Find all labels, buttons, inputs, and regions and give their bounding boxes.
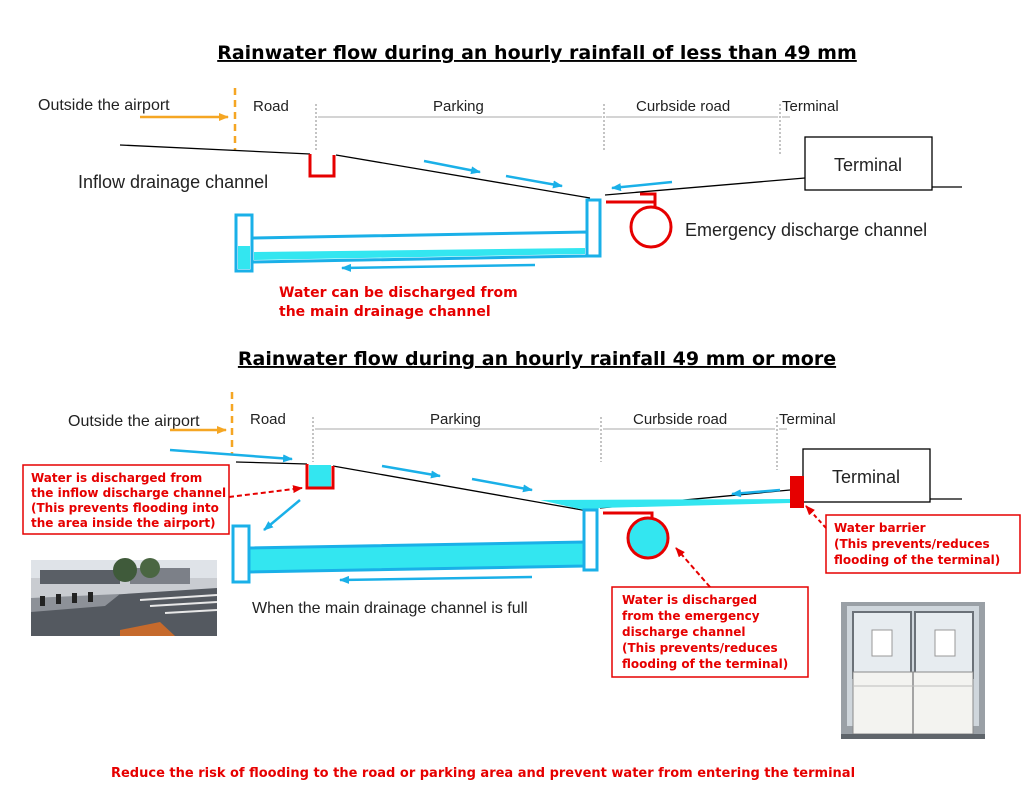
zone-road-label-2: Road [250, 411, 286, 428]
zone-road-label: Road [253, 98, 289, 115]
callout-emergency-line1: Water is discharged [622, 593, 757, 607]
zone-curbside-label: Curbside road [636, 98, 730, 115]
water-barrier [790, 476, 804, 508]
callout-inflow-line1: Water is discharged from [31, 471, 202, 485]
panel1-note-line2: the main drainage channel [279, 304, 491, 320]
callout-emergency-pointer [675, 547, 711, 588]
ground-road-2 [235, 461, 308, 465]
footer-summary: Reduce the risk of flooding to the road … [111, 766, 855, 781]
channel-full-note: When the main drainage channel is full [252, 600, 528, 617]
callout-emergency-line5: flooding of the terminal) [622, 657, 788, 671]
callout-barrier-line3: flooding of the terminal) [834, 553, 1000, 567]
terminal-box-2 [802, 448, 931, 503]
zone-terminal-label-2: Terminal [779, 411, 836, 428]
zone-terminal-label: Terminal [782, 98, 839, 115]
inflow-channel-label: Inflow drainage channel [78, 172, 268, 192]
main-drainage-channel-2 [247, 540, 586, 574]
ground-parking [335, 154, 591, 199]
callout-emergency-line2: from the emergency [622, 609, 760, 623]
terminal-box [804, 136, 933, 191]
inflow-channel [308, 154, 336, 178]
flow-arrows-panel2 [169, 448, 781, 584]
main-channel-left-box-2 [231, 524, 251, 584]
main-channel-right-box [585, 198, 602, 258]
ground-curbside [604, 177, 806, 196]
zone-dividers-2 [312, 417, 778, 470]
main-channel-right-box-2 [582, 508, 599, 572]
panel1-title: Rainwater flow during an hourly rainfall… [217, 42, 857, 64]
flow-arrows-panel1 [341, 159, 673, 272]
callout-emergency-line4: (This prevents/reduces [622, 641, 778, 655]
road-photo [31, 558, 218, 636]
callout-inflow-line4: the area inside the airport) [31, 516, 216, 530]
panel2-title: Rainwater flow during an hourly rainfall… [238, 348, 836, 370]
flood-barrier-photo [841, 602, 985, 739]
panel-heavy-rainfall: Rainwater flow during an hourly rainfall… [22, 348, 1021, 678]
callout-inflow-pointer [228, 485, 303, 498]
zone-dividers [315, 104, 781, 155]
callout-inflow [22, 464, 230, 535]
emergency-tank-2 [626, 516, 670, 560]
surface-water [540, 499, 790, 511]
panel-normal-rainfall: Rainwater flow during an hourly rainfall… [38, 42, 962, 320]
callout-barrier [825, 514, 1021, 574]
zone-outside-label: Outside the airport [38, 97, 170, 114]
zone-curbside-label-2: Curbside road [633, 411, 727, 428]
terminal-box-label-2: Terminal [832, 467, 900, 487]
zone-parking-label-2: Parking [430, 411, 481, 428]
callout-inflow-line2: the inflow discharge channel [31, 486, 226, 500]
callout-barrier-line1: Water barrier [834, 521, 926, 535]
panel1-note-line1: Water can be discharged from [279, 285, 518, 301]
callout-barrier-line2: (This prevents/reduces [834, 537, 990, 551]
zone-parking-label: Parking [433, 98, 484, 115]
emergency-tank [629, 205, 673, 249]
ground-road [119, 144, 311, 155]
callout-barrier-pointer [805, 505, 827, 529]
callout-emergency [611, 586, 809, 678]
callout-emergency-line3: discharge channel [622, 625, 746, 639]
terminal-box-label: Terminal [834, 155, 902, 175]
callout-inflow-line3: (This prevents flooding into [31, 501, 219, 515]
emergency-channel-label: Emergency discharge channel [685, 220, 927, 240]
ground-parking-2 [332, 465, 589, 512]
zone-outside-label-2: Outside the airport [68, 413, 200, 430]
inflow-channel-2 [305, 464, 335, 490]
